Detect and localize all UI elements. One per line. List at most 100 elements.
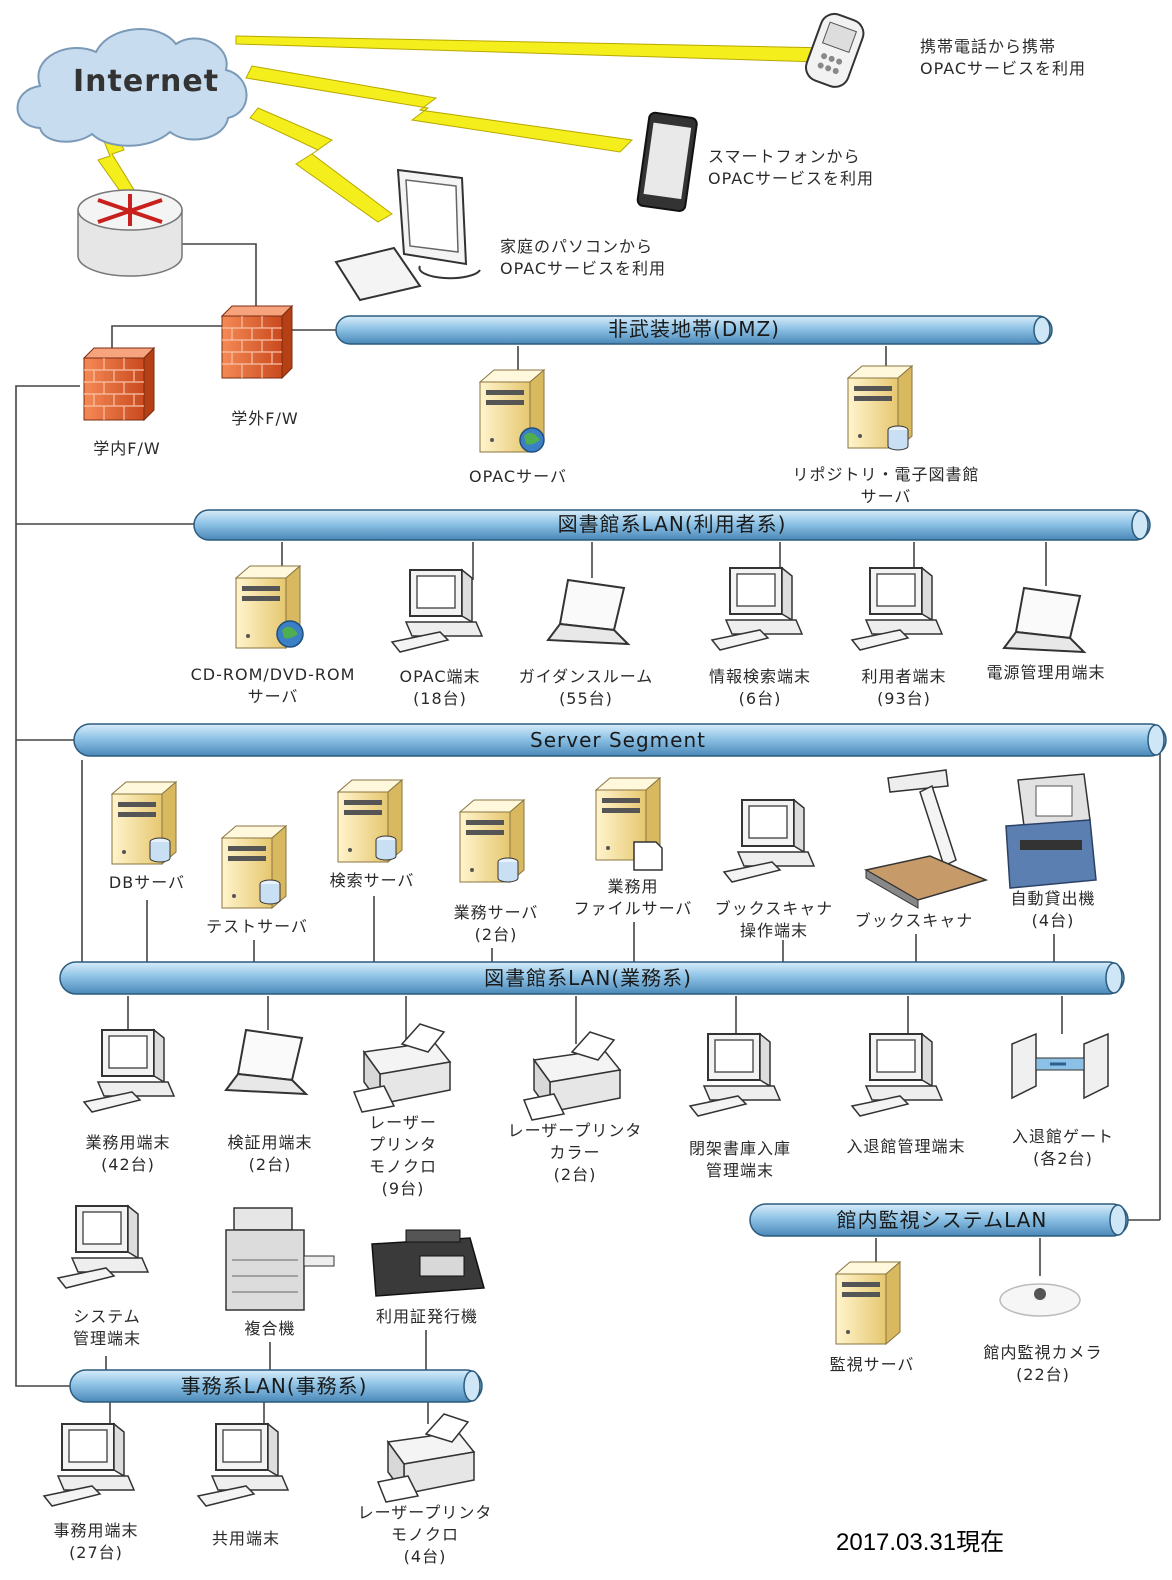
label-line: ブックスキャナ [714, 899, 834, 918]
label-line: (6台) [738, 689, 782, 708]
internet-cloud [16, 28, 248, 147]
entry-mgmt-terminal-icon [851, 1033, 943, 1117]
search-server-icon [337, 779, 403, 863]
db-server-icon [111, 781, 177, 865]
test-server-label: テストサーバ [194, 916, 320, 938]
label-line: 入退館ゲート [1011, 1127, 1114, 1146]
lightning-home-pc [249, 107, 393, 223]
monitor-server-label: 監視サーバ [808, 1354, 936, 1376]
lightning-smartphone [245, 65, 634, 153]
label-line: 電源管理用端末 [986, 663, 1106, 682]
bus-business-lan [59, 961, 1125, 995]
smartphone-icon [636, 111, 698, 212]
guidance-laptop-icon [547, 579, 629, 645]
closed-stack-terminal-icon [689, 1033, 781, 1117]
label-line: サーバ [860, 487, 912, 506]
verify-laptop-icon [225, 1029, 307, 1095]
label-line: 管理端末 [72, 1329, 141, 1348]
mfp-label: 複合機 [222, 1318, 318, 1340]
label-line: 共用端末 [211, 1529, 280, 1548]
label-line: 利用証発行機 [375, 1307, 478, 1326]
label-line: OPACサービスを利用 [500, 259, 667, 278]
repository-server-icon [847, 365, 913, 451]
entry-gate-icon [1011, 1032, 1109, 1100]
label-line: 業務サーバ [453, 903, 539, 922]
repository-server-label: リポジトリ・電子図書館サーバ [776, 464, 996, 508]
label-line: 情報検索端末 [708, 667, 811, 686]
label-line: 操作端末 [739, 921, 808, 940]
internet-label: Internet [73, 64, 220, 99]
label-line: スマートフォンから [708, 147, 861, 166]
system-mgmt-label: システム管理端末 [52, 1306, 162, 1350]
label-line: 利用者端末 [861, 667, 947, 686]
label-line: (22台) [1016, 1365, 1070, 1384]
bus-label-surveillance-lan: 館内監視システムLAN [836, 1208, 1048, 1232]
label-line: 家庭のパソコンから [500, 237, 654, 256]
label-line: 閉架書庫入庫 [688, 1139, 791, 1158]
scanner-terminal-label: ブックスキャナ操作端末 [704, 898, 844, 942]
user-terminal-icon [851, 567, 943, 651]
label-line: 事務用端末 [53, 1521, 139, 1540]
lightning-mobile [235, 35, 834, 63]
label-line: プリンタ [368, 1135, 437, 1154]
date-stamp: 2017.03.31現在 [836, 1529, 1005, 1556]
label-line: 業務用 [607, 877, 659, 896]
business-terminal-label: 業務用端末 (42台) [68, 1132, 188, 1176]
office-terminal-label: 事務用端末(27台) [36, 1520, 156, 1564]
label-line: ファイルサーバ [573, 899, 693, 918]
label-line: ガイダンスルーム [518, 667, 654, 686]
bus-label-server-segment: Server Segment [530, 728, 706, 752]
bus-label-office-lan: 事務系LAN(事務系) [180, 1374, 368, 1398]
label-line: 業務用端末 [85, 1133, 171, 1152]
business-server-label: 業務サーバ(2台) [436, 902, 556, 946]
power-mgmt-label: 電源管理用端末 [968, 662, 1124, 684]
label-line: テストサーバ [206, 917, 308, 936]
label-line: (18台) [413, 689, 467, 708]
user-terminal-label: 利用者端末 (93台) [844, 666, 964, 710]
label-line: 入退館管理端末 [846, 1137, 966, 1156]
laser-color-label: レーザープリンタカラー (2台) [494, 1120, 656, 1186]
label-line: 管理端末 [705, 1161, 774, 1180]
label-line: OPAC端末 [399, 667, 481, 686]
system-mgmt-terminal-icon [57, 1205, 149, 1289]
label-line: (9台) [381, 1179, 425, 1198]
bus-label-user-lan: 図書館系LAN(利用者系) [557, 512, 787, 536]
label-line: OPACサーバ [469, 467, 567, 486]
card-issuer-label: 利用証発行機 [354, 1306, 500, 1328]
label-line: ブックスキャナ [854, 911, 974, 930]
label-line: (4台) [1031, 911, 1075, 930]
bus-surveillance-lan [749, 1203, 1129, 1237]
label-line: (93台) [877, 689, 931, 708]
entry-mgmt-label: 入退館管理端末 [826, 1136, 986, 1158]
office-printer-label: レーザープリンタモノクロ (4台) [344, 1502, 506, 1568]
label-line: (42台) [101, 1155, 155, 1174]
label-line: (55台) [559, 689, 613, 708]
business-terminal-icon [83, 1029, 175, 1113]
inner-firewall-label: 学内F/W [93, 439, 161, 458]
office-printer-icon [377, 1413, 475, 1503]
file-server-icon [595, 777, 663, 871]
label-line: (2台) [553, 1165, 597, 1184]
label-line: レーザープリンタ [507, 1121, 643, 1140]
label-line: 複合機 [244, 1319, 296, 1338]
label-line: 検索サーバ [329, 871, 415, 890]
laser-printer-mono-icon [353, 1023, 451, 1113]
card-issuer-icon [371, 1229, 485, 1297]
label-line: 自動貸出機 [1010, 889, 1096, 908]
mfp-icon [225, 1207, 335, 1311]
outer-firewall-label: 学外F/W [231, 409, 299, 428]
label-line: モノクロ [368, 1157, 437, 1176]
bus-user-lan [193, 509, 1151, 541]
label-line: リポジトリ・電子図書館 [792, 465, 980, 484]
guidance-room-label: ガイダンスルーム (55台) [506, 666, 666, 710]
label-line: 携帯電話から携帯 [920, 37, 1057, 56]
router-icon [77, 189, 183, 277]
office-terminal-icon [43, 1423, 135, 1507]
book-scanner-icon [863, 769, 989, 909]
label-line: (4台) [403, 1547, 447, 1566]
opac-server-label: OPACサーバ [448, 466, 588, 488]
